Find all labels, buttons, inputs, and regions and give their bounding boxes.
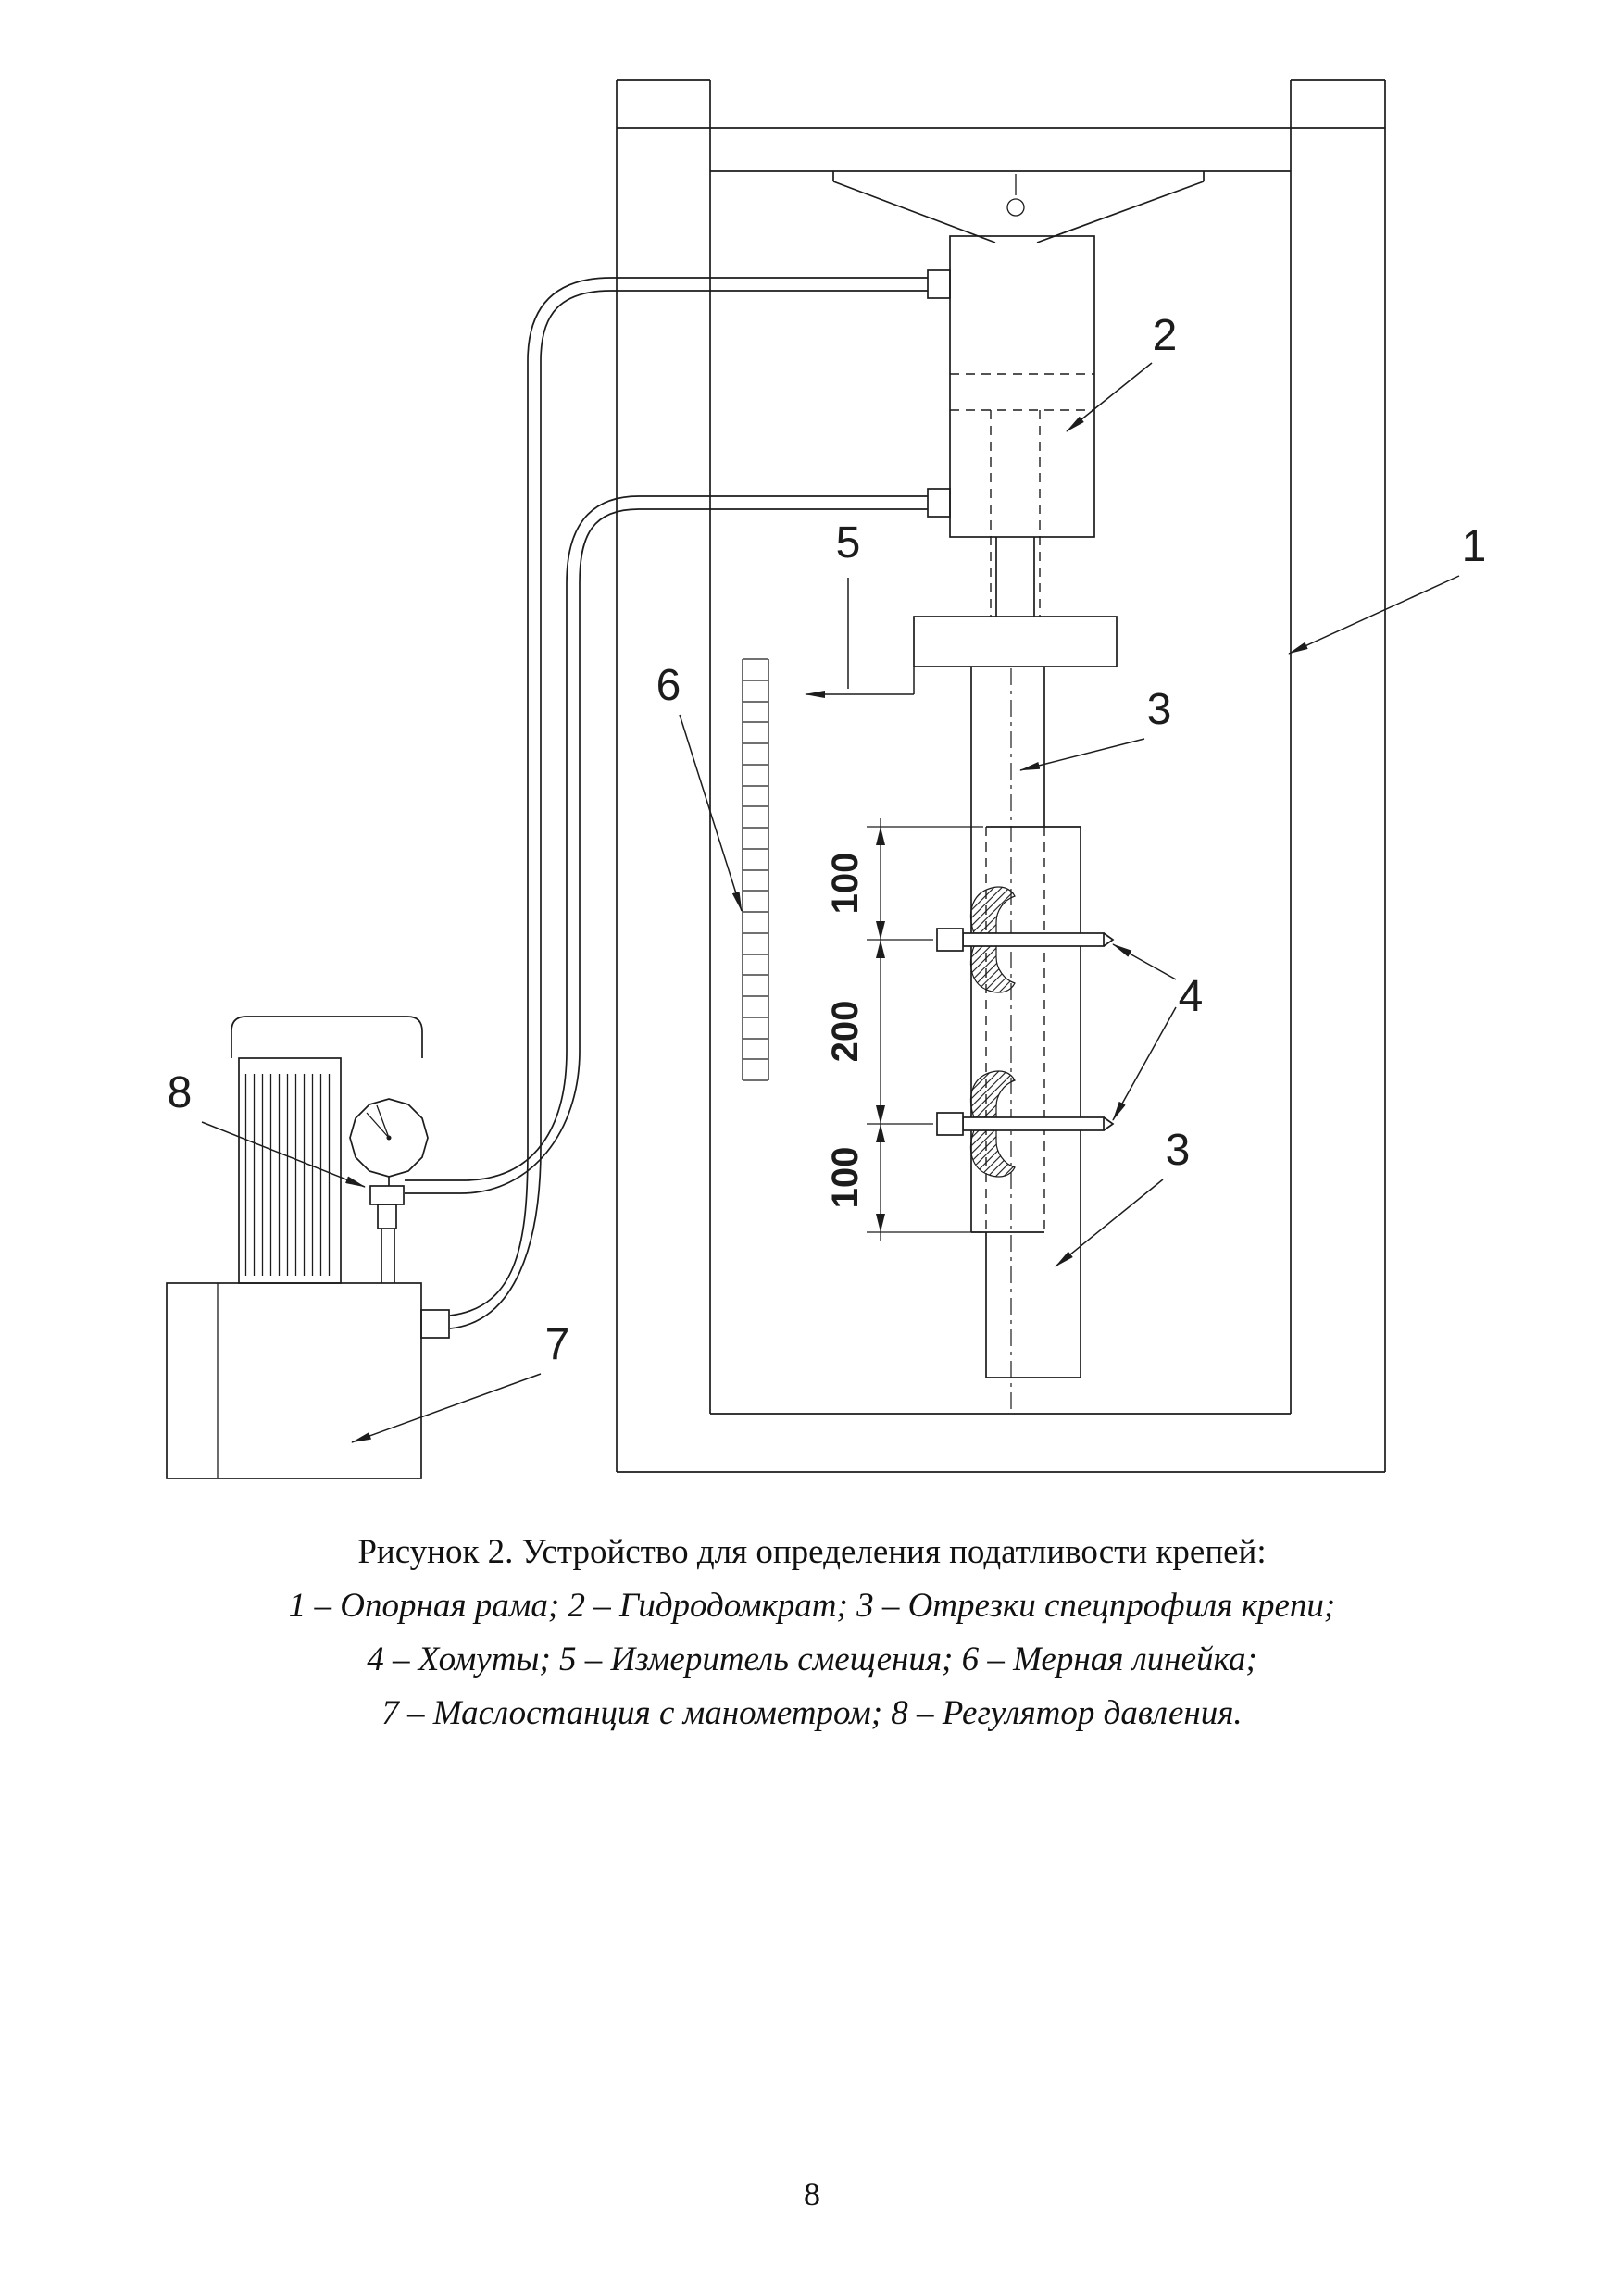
dimension-middle: 200 xyxy=(825,1001,866,1063)
figure-caption: Рисунок 2. Устройство для определения по… xyxy=(289,1533,1335,1732)
ruler-ticks xyxy=(743,658,768,1081)
clamp-lower-jaw-bottom xyxy=(969,1129,1016,1178)
dim-arrow xyxy=(876,1105,885,1124)
regulator-valve-body xyxy=(377,1204,397,1229)
dim-arrow xyxy=(876,921,885,940)
label-pressure-regulator: 8 xyxy=(168,1068,193,1117)
label-profile-top: 3 xyxy=(1147,685,1172,734)
leader-measuring-ruler xyxy=(679,714,743,912)
oil-tank xyxy=(166,1282,422,1479)
label-support-frame: 1 xyxy=(1462,522,1487,571)
hose-lower-line-a xyxy=(405,495,928,1181)
jack-body xyxy=(949,235,1095,538)
measuring-ruler xyxy=(742,658,769,1081)
pump-motor-fins xyxy=(244,1074,336,1276)
label-profile-bottom: 3 xyxy=(1166,1126,1191,1175)
clamp-lower-bolt-tip xyxy=(1103,1116,1115,1131)
regulator-fitting xyxy=(369,1185,405,1205)
hose-upper-line-b xyxy=(449,290,928,1329)
jack-rod xyxy=(995,537,1035,617)
profile-sections xyxy=(970,667,1081,1409)
hose-upper-line-a xyxy=(449,277,928,1316)
caption-legend-line-1: 1 – Опорная рама; 2 – Гидродомкрат; 3 – … xyxy=(289,1587,1335,1625)
leader-pressure-regulator xyxy=(201,1121,366,1188)
label-oil-station: 7 xyxy=(545,1320,570,1369)
tank-outlet-fitting xyxy=(420,1309,450,1339)
dimension-upper: 100 xyxy=(825,853,866,915)
caption-legend-line-2: 4 – Хомуты; 5 – Измеритель смещения; 6 –… xyxy=(367,1640,1257,1678)
clamp-upper-bolt-tip xyxy=(1103,932,1115,947)
pump-handle xyxy=(231,1016,423,1058)
label-measuring-ruler: 6 xyxy=(656,661,681,710)
leader-profile-top xyxy=(1019,738,1145,771)
displacement-pointer xyxy=(805,667,915,698)
dim-arrow xyxy=(876,1214,885,1232)
hydraulic-jack xyxy=(832,171,1205,667)
jack-mount-hole xyxy=(1006,198,1025,217)
pump-motor xyxy=(238,1057,342,1284)
clamp-lower-bolt-head xyxy=(936,1112,964,1136)
profile-lower-edges xyxy=(985,826,1081,1378)
frame-columns xyxy=(616,79,1386,1472)
hose-lower-line-b xyxy=(405,508,928,1194)
label-clamps: 4 xyxy=(1179,972,1204,1021)
pressure-regulator xyxy=(349,1098,429,1283)
manometer-needle xyxy=(366,1104,390,1139)
clamp-lower-jaw-top xyxy=(969,1070,1016,1118)
clamp-lower xyxy=(936,1070,1115,1178)
clamp-upper-jaw-bottom xyxy=(969,945,1016,993)
jack-piston-hidden-lines xyxy=(950,373,1094,617)
part-labels: 2 1 5 6 3 4 3 8 7 xyxy=(168,311,1487,1443)
dimension-lower: 100 xyxy=(825,1147,866,1209)
jack-lower-port xyxy=(927,488,951,518)
caption-legend-line-3: 7 – Маслостанция с манометром; 8 – Регул… xyxy=(381,1694,1242,1732)
clamp-upper-bolt-head xyxy=(936,928,964,952)
manometer-hub xyxy=(386,1135,392,1141)
leader-profile-bottom xyxy=(1055,1179,1164,1267)
clamp-lower-bolt xyxy=(962,1116,1105,1131)
frame-beams xyxy=(617,127,1385,1473)
oil-station xyxy=(166,1016,450,1479)
leader-clamps-lower xyxy=(1112,1006,1177,1121)
regulator-riser xyxy=(381,1229,395,1283)
caption-title: Рисунок 2. Устройство для определения по… xyxy=(357,1533,1266,1571)
dimension-extension-lines xyxy=(867,826,983,1233)
page-number: 8 xyxy=(804,2176,820,2213)
dim-arrow xyxy=(876,827,885,845)
dim-arrow xyxy=(876,940,885,958)
jack-mount-funnel xyxy=(832,171,1205,243)
clamp-upper xyxy=(936,886,1115,993)
support-frame xyxy=(616,79,1386,1473)
label-displacement-gauge: 5 xyxy=(836,518,861,568)
leader-oil-station xyxy=(351,1373,542,1443)
leader-support-frame xyxy=(1288,575,1460,655)
dimension-chain: 100 200 100 xyxy=(825,818,983,1241)
dim-arrow xyxy=(876,1124,885,1142)
hydraulic-hoses xyxy=(405,277,928,1329)
leader-hydraulic-jack xyxy=(1066,362,1153,432)
label-hydraulic-jack: 2 xyxy=(1153,311,1178,360)
leader-clamps-upper xyxy=(1112,943,1177,980)
clamp-upper-jaw-top xyxy=(969,886,1016,934)
clamp-upper-bolt xyxy=(962,932,1105,947)
jack-upper-port xyxy=(927,269,951,299)
jack-pressure-plate xyxy=(913,616,1118,667)
